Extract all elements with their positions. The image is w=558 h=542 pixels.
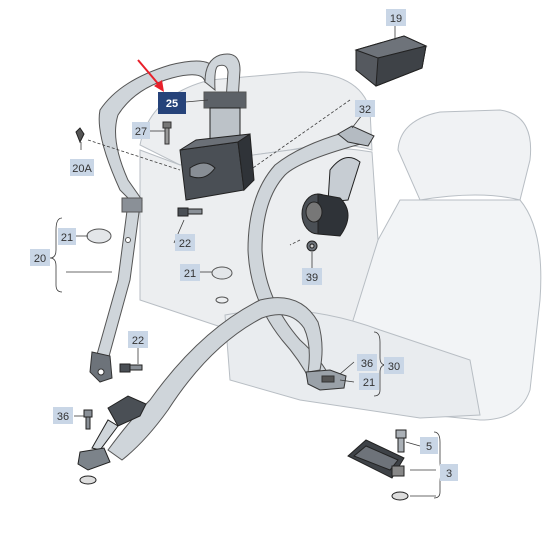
svg-text:20A: 20A (72, 163, 92, 175)
svg-text:21: 21 (61, 232, 73, 244)
cap-21-center (211, 266, 233, 280)
svg-text:36: 36 (57, 411, 69, 423)
buckle-lower-left (77, 395, 147, 485)
callout-21-center[interactable]: 21 (180, 264, 200, 281)
cap-21-left (86, 228, 112, 244)
callout-3[interactable]: 3 (440, 464, 458, 481)
svg-text:25: 25 (166, 98, 178, 110)
callout-5[interactable]: 5 (420, 437, 438, 454)
callout-39[interactable]: 39 (302, 268, 322, 285)
callout-19[interactable]: 19 (386, 9, 406, 26)
callout-21-left[interactable]: 21 (58, 228, 76, 245)
callout-27[interactable]: 27 (132, 122, 150, 139)
latch-plate (305, 369, 347, 391)
buckle-assembly-right (347, 439, 409, 501)
belt-guide-32 (337, 125, 375, 147)
bolt-5 (395, 429, 407, 453)
svg-text:22: 22 (132, 335, 144, 347)
callout-22-upper[interactable]: 22 (175, 234, 195, 251)
belt-anchor-lower-left (89, 351, 113, 383)
callout-20a[interactable]: 20A (70, 159, 94, 176)
clip-20a (75, 127, 85, 144)
callout-20[interactable]: 20 (30, 249, 50, 266)
callout-25-highlighted[interactable]: 25 (158, 92, 186, 114)
trim-cover-19 (354, 35, 428, 87)
callout-36-center[interactable]: 36 (357, 354, 377, 371)
callout-30[interactable]: 30 (384, 357, 404, 374)
svg-text:3: 3 (446, 468, 452, 480)
nut-39 (306, 240, 318, 252)
svg-text:22: 22 (179, 238, 191, 250)
callout-22-lower[interactable]: 22 (128, 331, 148, 348)
svg-text:5: 5 (426, 441, 432, 453)
bolt-22-lower (119, 363, 143, 373)
callout-32[interactable]: 32 (355, 100, 375, 117)
svg-text:21: 21 (363, 377, 375, 389)
mount-hole-center (215, 296, 229, 304)
callout-21-right[interactable]: 21 (359, 373, 379, 390)
svg-text:27: 27 (135, 126, 147, 138)
svg-text:32: 32 (359, 104, 371, 116)
bolt-36-left (83, 409, 93, 430)
center-retractor (301, 157, 361, 237)
svg-text:36: 36 (361, 358, 373, 370)
svg-text:39: 39 (306, 272, 318, 284)
bolt-27 (162, 121, 172, 145)
retractor-unit (179, 107, 255, 201)
mount-hole (125, 237, 131, 243)
bolt-22-upper (177, 207, 203, 217)
highlight-arrow (137, 59, 164, 92)
svg-text:21: 21 (184, 268, 196, 280)
callout-36-left[interactable]: 36 (53, 407, 73, 424)
svg-text:19: 19 (390, 13, 402, 25)
svg-text:20: 20 (34, 253, 46, 265)
svg-text:30: 30 (388, 361, 400, 373)
